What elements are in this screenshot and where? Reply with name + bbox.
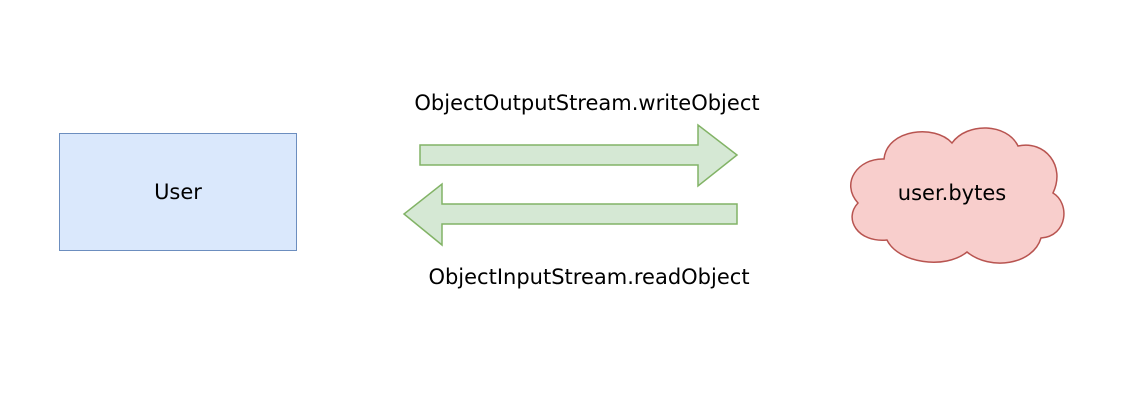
storage-cloud-label: user.bytes [897,181,1007,205]
read-arrow [402,182,738,247]
write-arrow [419,123,739,188]
user-entity-label: User [154,180,202,204]
read-arrow-label: ObjectInputStream.readObject [428,265,750,289]
storage-cloud-shape [850,127,1065,264]
user-entity-box: User [59,133,297,251]
write-arrow-label: ObjectOutputStream.writeObject [414,91,760,115]
